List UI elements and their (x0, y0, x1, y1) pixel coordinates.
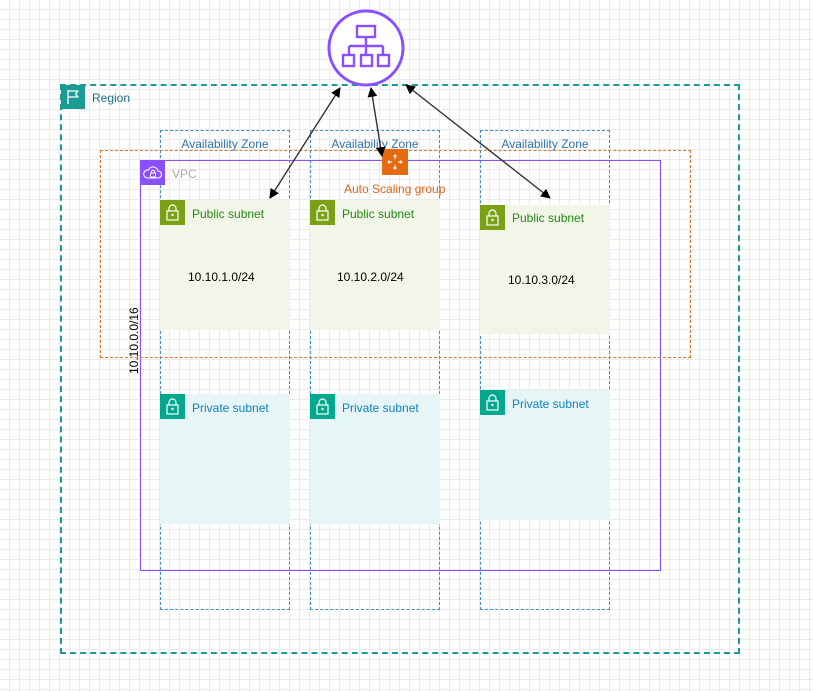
vpc-label: VPC (172, 167, 197, 181)
lock-icon (310, 200, 335, 225)
private-subnet-label: Private subnet (342, 401, 419, 415)
subnet-cidr: 10.10.3.0/24 (508, 273, 575, 287)
public-subnet-label: Public subnet (512, 211, 585, 225)
lock-icon (480, 205, 505, 230)
arrow-lb-to-auto-scaling-group (367, 87, 386, 157)
private-subnet-3: Private subnet (480, 390, 610, 520)
private-subnet-label: Private subnet (512, 397, 589, 411)
public-subnet-2: Public subnet 10.10.2.0/24 (310, 200, 440, 330)
public-subnet-label: Public subnet (342, 207, 415, 221)
application-load-balancer-icon (327, 9, 405, 87)
region-label: Region (92, 91, 131, 105)
private-subnet-2: Private subnet (310, 394, 440, 524)
flag-icon (61, 85, 85, 109)
vpc-cloud-lock-icon (140, 160, 165, 185)
public-subnet-1: Public subnet 10.10.1.0/24 (160, 200, 290, 330)
public-subnet-3: Public subnet 10.10.3.0/24 (480, 205, 610, 334)
auto-scaling-icon (382, 149, 408, 175)
lock-icon (310, 394, 335, 419)
private-subnet-label: Private subnet (192, 401, 269, 415)
subnet-cidr: 10.10.1.0/24 (188, 270, 255, 284)
availability-zone-1 (160, 130, 290, 610)
arrow-lb-to-public-subnet-3 (405, 84, 551, 199)
private-subnet-1: Private subnet (160, 394, 290, 524)
arrow-lb-to-public-subnet-1 (269, 87, 341, 199)
public-subnet-label: Public subnet (192, 207, 265, 221)
availability-zone-label: Availability Zone (181, 137, 269, 151)
subnet-cidr: 10.10.2.0/24 (337, 270, 404, 284)
region-container (60, 84, 740, 654)
lock-icon (160, 394, 185, 419)
lock-icon (480, 390, 505, 415)
lock-icon (160, 200, 185, 225)
